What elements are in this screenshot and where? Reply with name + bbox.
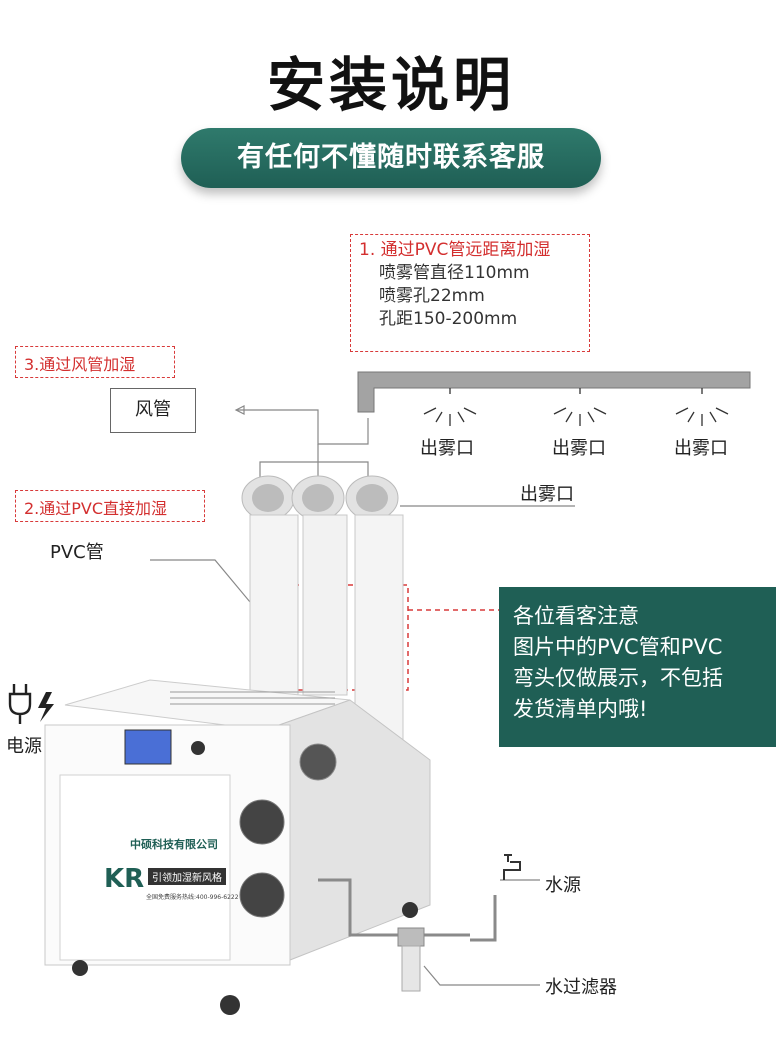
method-1-hole: 喷雾孔22mm bbox=[379, 286, 485, 306]
brand-name: 中硕科技有限公司 bbox=[130, 838, 218, 851]
outlet-label-2: 出雾口 bbox=[552, 438, 606, 459]
lightning-icon bbox=[38, 692, 54, 722]
water-filter-label: 水过滤器 bbox=[545, 977, 617, 998]
notice-box: 各位看客注意 图片中的PVC管和PVC 弯头仅做展示，不包括 发货清单内哦! bbox=[499, 587, 776, 747]
power-plug-icon bbox=[8, 684, 32, 724]
method-3-box: 3.通过风管加湿 bbox=[15, 346, 175, 378]
contact-service-banner: 有任何不懂随时联系客服 bbox=[181, 128, 601, 188]
brand-slogan: 引领加湿新风格 bbox=[148, 868, 226, 885]
method-2-box: 2.通过PVC直接加湿 bbox=[15, 490, 205, 522]
brand-hotline: 全国免费服务热线:400-996-6222 bbox=[146, 894, 239, 901]
notice-line-2: 图片中的PVC管和PVC bbox=[513, 635, 723, 659]
method-1-diameter: 喷雾管直径110mm bbox=[379, 263, 530, 283]
notice-line-1: 各位看客注意 bbox=[513, 604, 639, 628]
power-label: 电源 bbox=[6, 736, 42, 757]
notice-line-3: 弯头仅做展示，不包括 bbox=[513, 666, 723, 690]
pvc-pipes bbox=[241, 475, 404, 766]
outlet-label: 出雾口 bbox=[520, 484, 574, 505]
long-pvc-pipe bbox=[357, 371, 751, 413]
pvc-pipe-label: PVC管 bbox=[50, 542, 104, 563]
spray-icon bbox=[423, 388, 729, 426]
duct-label: 风管 bbox=[135, 399, 171, 420]
method-1-box: 1. 通过PVC管远距离加湿 喷雾管直径110mm 喷雾孔22mm 孔距150-… bbox=[350, 234, 590, 352]
notice-line-4: 发货清单内哦! bbox=[513, 697, 648, 721]
outlet-label-1: 出雾口 bbox=[420, 438, 474, 459]
brand-logo: KR bbox=[104, 864, 145, 894]
water-tap-icon bbox=[503, 854, 521, 880]
outlet-label-3: 出雾口 bbox=[674, 438, 728, 459]
method-1-title: 1. 通过PVC管远距离加湿 bbox=[359, 240, 551, 260]
page-title: 安装说明 bbox=[266, 51, 515, 119]
method-1-spacing: 孔距150-200mm bbox=[379, 309, 518, 329]
duct-box: 风管 bbox=[110, 388, 196, 433]
water-source-label: 水源 bbox=[545, 875, 581, 896]
humidifier-machine bbox=[44, 679, 431, 1015]
